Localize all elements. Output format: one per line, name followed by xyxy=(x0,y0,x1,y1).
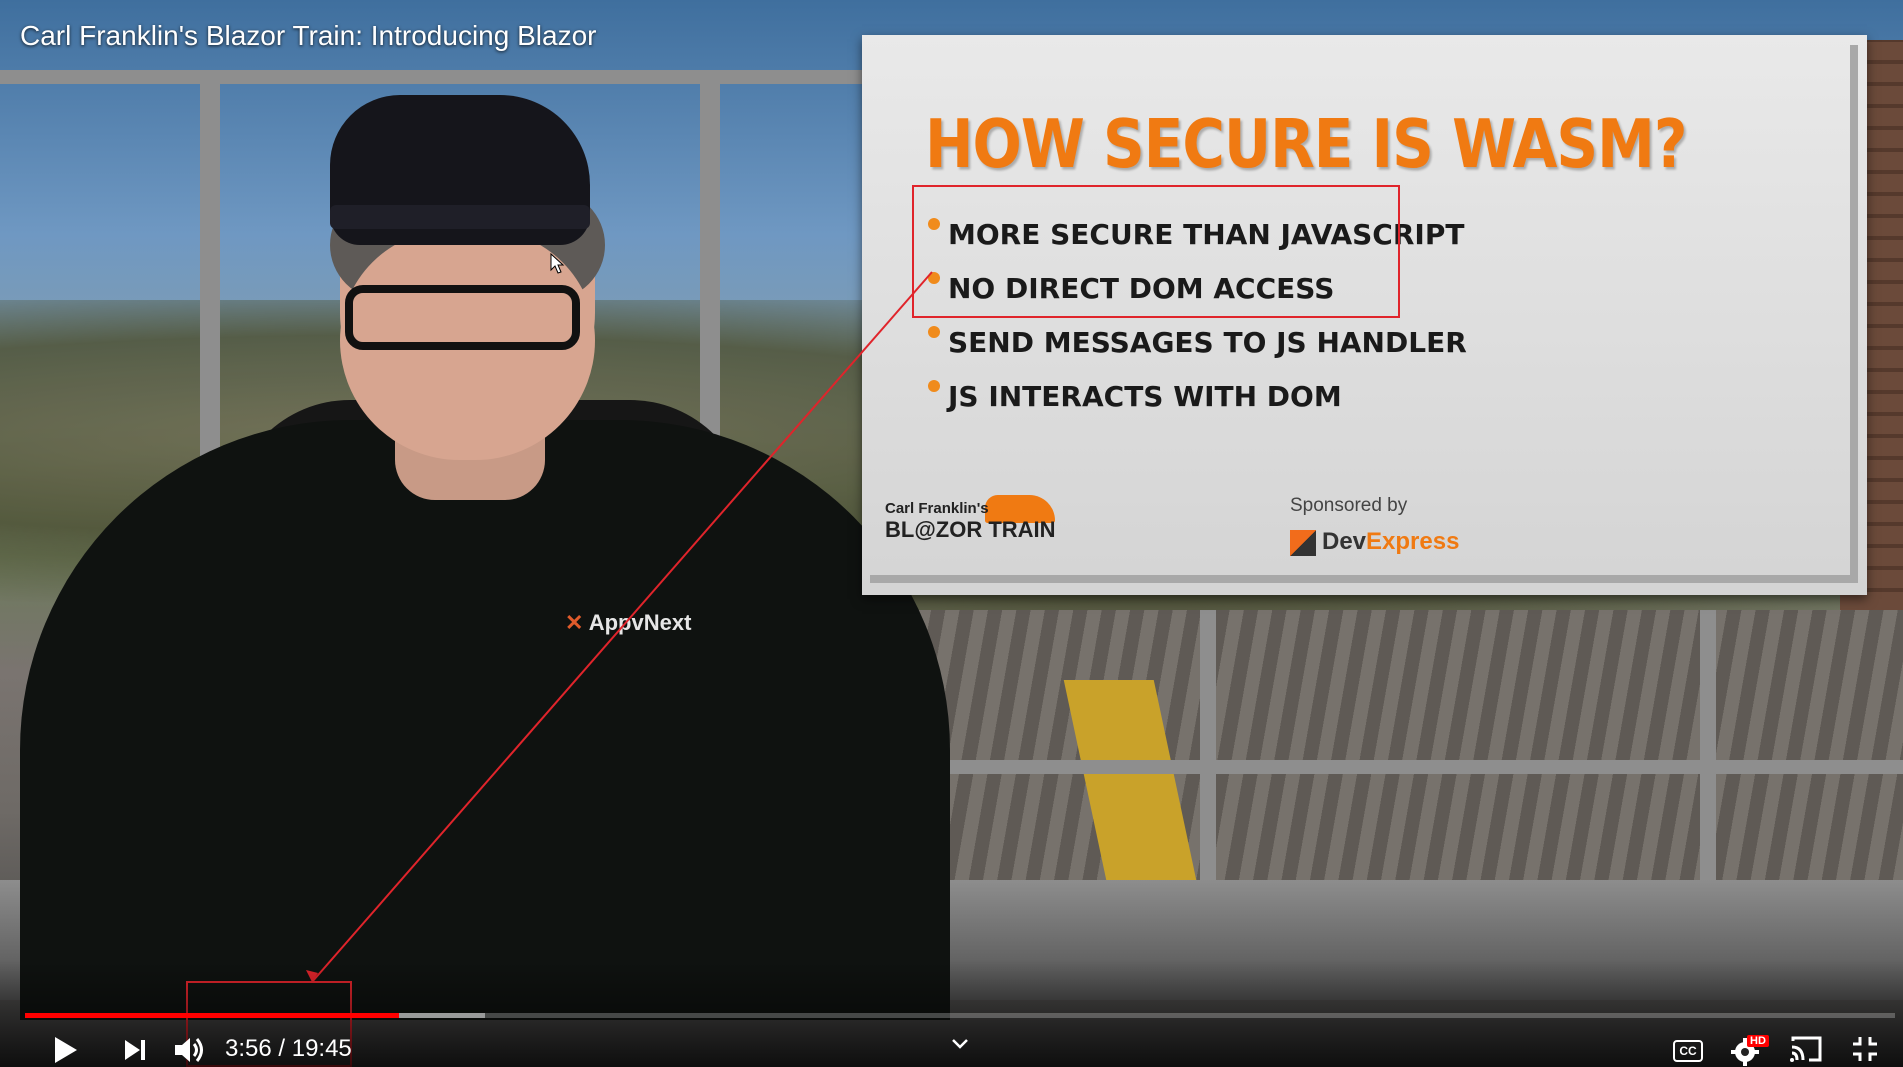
devexpress-logo-mark xyxy=(1290,529,1316,556)
bullet-text: NO DIRECT DOM ACCESS xyxy=(948,272,1335,305)
blazor-train-logo: Carl Franklin's BL@ZOR TRAIN xyxy=(885,500,1056,543)
next-icon xyxy=(125,1040,145,1060)
mouse-cursor xyxy=(550,253,565,274)
bullet-dot xyxy=(928,380,940,392)
shirt-logo: ✕ AppvNext xyxy=(565,610,691,636)
progress-bar[interactable] xyxy=(25,1013,1895,1018)
slide-bullet: MORE SECURE THAN JAVASCRIPT xyxy=(928,218,1464,251)
slide-bullet: NO DIRECT DOM ACCESS xyxy=(928,272,1334,305)
window-frame xyxy=(860,760,1903,774)
chapters-button[interactable] xyxy=(948,1032,972,1056)
bullet-dot xyxy=(928,272,940,284)
bullet-dot xyxy=(928,218,940,230)
sponsor-dev-text: Dev xyxy=(1322,528,1367,555)
brand-name-text: BL@ZOR TRAIN xyxy=(885,517,1056,542)
video-title[interactable]: Carl Franklin's Blazor Train: Introducin… xyxy=(20,20,597,51)
cast-icon xyxy=(1790,1036,1822,1062)
play-button[interactable] xyxy=(45,1030,85,1067)
bullet-dot xyxy=(928,326,940,338)
devexpress-logo: DevExpress xyxy=(1290,528,1459,556)
cast-button[interactable] xyxy=(1788,1033,1824,1065)
hd-badge: HD xyxy=(1747,1035,1769,1047)
slide-bullet: JS INTERACTS WITH DOM xyxy=(928,380,1342,413)
volume-icon xyxy=(175,1038,203,1062)
presenter-shirt xyxy=(20,420,950,1020)
bullet-text: JS INTERACTS WITH DOM xyxy=(948,380,1342,413)
chevron-down-icon xyxy=(952,1039,968,1049)
shirt-logo-text: AppvNext xyxy=(588,610,692,635)
next-button[interactable] xyxy=(115,1030,155,1067)
window-frame xyxy=(700,70,720,450)
presenter-cap-band xyxy=(330,205,590,229)
annotation-box-bullets xyxy=(912,185,1400,318)
window-frame xyxy=(1200,610,1216,880)
progress-played xyxy=(25,1013,399,1018)
subtitles-button[interactable]: CC xyxy=(1673,1040,1703,1062)
fullscreen-button[interactable] xyxy=(1848,1033,1882,1065)
appvnext-logo-mark: ✕ xyxy=(565,610,584,635)
bullet-text: MORE SECURE THAN JAVASCRIPT xyxy=(948,218,1465,251)
mute-button[interactable] xyxy=(170,1030,210,1067)
presenter-glasses xyxy=(345,285,580,350)
window-frame xyxy=(1700,610,1716,880)
train-platform xyxy=(860,610,1903,890)
gear-icon xyxy=(1731,1038,1759,1066)
bullet-text: SEND MESSAGES TO JS HANDLER xyxy=(948,326,1467,359)
slide-bullet: SEND MESSAGES TO JS HANDLER xyxy=(928,326,1467,359)
time-display: 3:56 / 19:45 xyxy=(225,1035,352,1062)
slide-frame xyxy=(870,45,1858,583)
play-icon xyxy=(55,1037,77,1063)
train-icon xyxy=(985,495,1055,523)
cc-icon: CC xyxy=(1679,1044,1697,1058)
slide-title: HOW SECURE IS WASM? xyxy=(925,105,1687,184)
sponsor-label: Sponsored by xyxy=(1290,495,1408,516)
brand-top-text: Carl Franklin's xyxy=(885,500,989,517)
settings-button[interactable] xyxy=(1728,1035,1762,1067)
exit-fullscreen-icon xyxy=(1853,1037,1877,1061)
sponsor-express-text: Express xyxy=(1366,528,1460,555)
